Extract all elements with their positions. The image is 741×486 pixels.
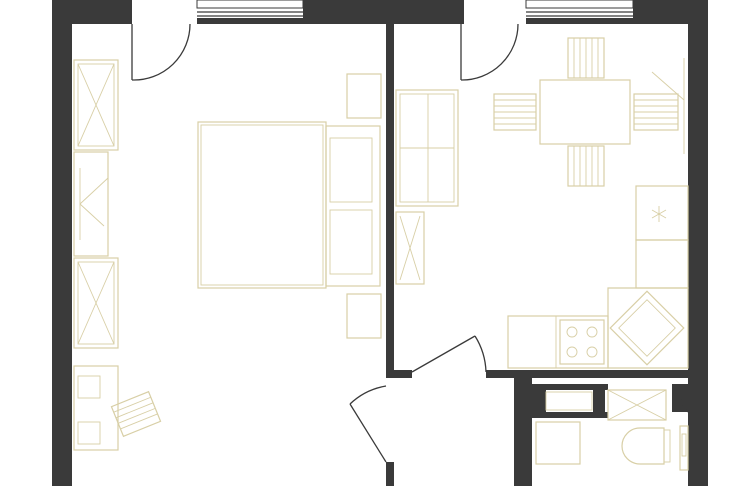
open-shelf xyxy=(73,151,109,257)
chair-left xyxy=(493,93,537,131)
wall-left-outer xyxy=(52,0,72,486)
floor-lamp xyxy=(651,58,685,154)
dining-table xyxy=(539,79,631,145)
sideboard xyxy=(395,211,425,285)
wall-bathroom-inner xyxy=(522,378,532,486)
stove-burner xyxy=(586,326,598,338)
kitchen-counter-bottom xyxy=(507,315,609,369)
wardrobe-bottom xyxy=(73,257,119,349)
wall-hall-nub xyxy=(386,370,412,378)
wall-bathroom-post xyxy=(593,384,605,418)
bed xyxy=(197,121,381,289)
wall-bathroom-divider xyxy=(540,384,608,390)
toilet xyxy=(621,427,671,465)
doors xyxy=(131,23,689,463)
wall-bedroom-partition xyxy=(386,24,394,370)
stove xyxy=(559,319,605,365)
stove-burner xyxy=(566,346,578,358)
desk-chair xyxy=(110,390,162,438)
wall-bathroom-pipe xyxy=(532,384,546,418)
kitchen-corner-sink xyxy=(607,287,689,369)
door-bathroom xyxy=(679,391,689,413)
kitchen-star-mark xyxy=(651,206,667,222)
wall-top-middle xyxy=(303,0,461,24)
window-bedroom xyxy=(196,0,304,24)
door-balcony-right xyxy=(460,23,519,81)
door-bedroom xyxy=(349,385,387,463)
wardrobe-top xyxy=(73,59,119,151)
bathtub-window xyxy=(545,391,593,411)
chair-bottom xyxy=(567,145,605,187)
wall-bathroom-left xyxy=(514,370,522,486)
door-living xyxy=(411,335,487,373)
kitchen-counter-right xyxy=(635,185,689,289)
nightstand-bottom xyxy=(346,293,382,339)
wall-kitchen-bottom xyxy=(486,370,688,378)
window-bedroom-small xyxy=(126,0,132,24)
wall-bathroom-divider-low xyxy=(540,412,608,418)
washing-machine xyxy=(535,421,581,465)
washbasin xyxy=(679,425,689,471)
window-kitchen-small xyxy=(458,0,464,24)
wall-top-left xyxy=(52,0,130,24)
walls xyxy=(52,0,708,486)
desk xyxy=(73,365,119,451)
stove-burner xyxy=(586,346,598,358)
chair-top xyxy=(567,37,605,79)
sofa xyxy=(395,89,459,207)
nightstand-top xyxy=(346,73,382,119)
windows xyxy=(126,0,634,24)
window-kitchen xyxy=(525,0,634,24)
wall-partition-stub xyxy=(386,462,394,486)
door-balcony-left xyxy=(131,23,191,81)
chair-right xyxy=(633,93,679,131)
wall-right-outer xyxy=(688,0,708,486)
shower-tray xyxy=(607,389,667,421)
stove-burner xyxy=(566,326,578,338)
